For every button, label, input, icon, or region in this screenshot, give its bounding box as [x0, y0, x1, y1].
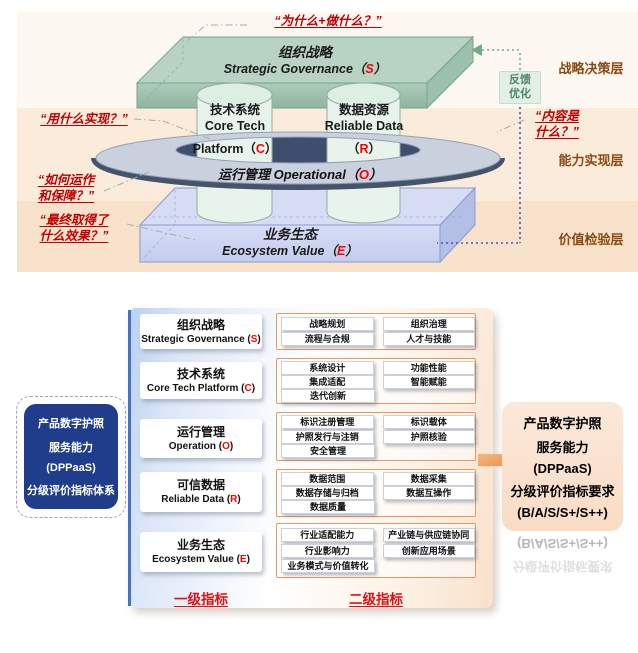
level2-group-reliable-data: 数据范围数据采集数据存储与归档数据互操作数据质量 — [276, 469, 476, 517]
layer-label-strategy: 战略决策层 — [558, 61, 624, 76]
level2-chip: 护照核验 — [382, 429, 475, 444]
level2-chip: 流程与合规 — [281, 332, 374, 346]
level1-reliable-data: 可信数据 Reliable Data (R) — [140, 472, 262, 512]
layer-label-capability: 能力实现层 — [558, 153, 624, 168]
strategic-governance-label: 组织战略 Strategic Governance（S） — [223, 45, 387, 76]
level2-chip-row: 护照发行与注销护照核验 — [277, 429, 475, 444]
level2-chip-row: 迭代创新 — [277, 389, 475, 403]
level2-chip: 数据采集 — [382, 472, 475, 486]
level2-chip: 数据质量 — [281, 500, 375, 514]
ecosystem-value-label: 业务生态 Ecosystem Value（E） — [222, 227, 358, 258]
level2-group-ecosystem: 行业适配能力产业链与供应链协同行业影响力创新应用场景业务模式与价值转化 — [276, 523, 476, 578]
level2-chip-row: 数据存储与归档数据互操作 — [277, 486, 475, 500]
level2-group-core-tech: 系统设计功能性能集成适配智能赋能迭代创新 — [276, 358, 476, 404]
level2-chip-row: 行业适配能力产业链与供应链协同 — [277, 527, 475, 542]
panel-left-accent — [128, 310, 131, 606]
level2-chip-row: 数据质量 — [277, 500, 475, 514]
level2-chip-row: 行业影响力创新应用场景 — [277, 543, 475, 558]
level2-chip: 智能赋能 — [382, 375, 475, 389]
level2-chip-row: 安全管理 — [277, 443, 475, 458]
reflection-line-2: 分级评价指标要求 — [512, 559, 613, 573]
level1-operation: 运行管理 Operation (O) — [140, 419, 262, 458]
level2-chip: 行业影响力 — [281, 543, 374, 558]
level2-chip: 功能性能 — [382, 361, 475, 375]
level2-chip: 战略规划 — [281, 317, 374, 331]
reliable-data-label: 数据资源 Reliable Data （R） — [324, 103, 404, 156]
dppaas-requirement-box: 产品数字护照 服务能力 (DPPaaS) 分级评价指标要求 (B/A/S/S+/… — [502, 402, 623, 531]
question-why: “为什么+做什么？” — [274, 14, 382, 28]
level1-strategic-governance: 组织战略 Strategic Governance (S) — [140, 314, 262, 349]
level2-chip: 数据互操作 — [382, 486, 475, 500]
level2-chip: 行业适配能力 — [281, 527, 374, 542]
level2-chip: 产业链与供应链协同 — [382, 527, 475, 542]
level2-group-strategic: 战略规划组织治理流程与合规人才与技能 — [276, 313, 476, 350]
level2-group-operation: 标识注册管理标识载体护照发行与注销护照核验安全管理 — [276, 412, 476, 461]
level2-chip-row: 集成适配智能赋能 — [277, 375, 475, 389]
level2-chip-row: 业务模式与价值转化 — [277, 559, 475, 574]
level2-chip: 业务模式与价值转化 — [281, 559, 375, 574]
level1-ecosystem-value: 业务生态 Ecosystem Value (E) — [140, 532, 262, 572]
level2-chip: 组织治理 — [382, 317, 475, 331]
level2-chip: 标识注册管理 — [281, 415, 374, 430]
level2-chip-row: 数据范围数据采集 — [277, 472, 475, 486]
level2-chip: 数据存储与归档 — [281, 486, 374, 500]
layer-label-value: 价值检验层 — [558, 232, 624, 247]
level2-chip: 标识载体 — [382, 415, 475, 430]
level2-chip: 系统设计 — [281, 361, 374, 375]
level2-chip: 护照发行与注销 — [281, 429, 374, 444]
level2-chip: 安全管理 — [281, 443, 375, 458]
level2-chip-row: 系统设计功能性能 — [277, 361, 475, 375]
level2-chip: 人才与技能 — [382, 332, 475, 346]
core-tech-label: 技术系统 Core Tech Platform（C） — [192, 103, 278, 156]
question-implementation: “用什么实现？” — [40, 112, 128, 126]
level2-chip-row: 流程与合规人才与技能 — [277, 332, 475, 346]
level2-chip: 数据范围 — [281, 472, 374, 486]
dppaas-box-outline — [16, 396, 126, 518]
question-result: “最终取得了 什么效果？” — [39, 213, 109, 243]
level1-core-tech-platform: 技术系统 Core Tech Platform (C) — [140, 362, 262, 399]
question-content: “内容是 什么？” — [535, 109, 579, 139]
level2-indicator-label: 二级指标 — [349, 592, 403, 607]
level2-chip-row: 标识注册管理标识载体 — [277, 415, 475, 430]
question-operate: “如何运作 和保障？” — [37, 173, 95, 203]
level2-chip-row: 战略规划组织治理 — [277, 317, 475, 331]
level2-chip: 创新应用场景 — [382, 543, 475, 558]
dppaas-index-system-box: 产品数字护照 服务能力 (DPPaaS) 分级评价指标体系 — [24, 404, 118, 509]
level2-chip: 集成适配 — [281, 375, 374, 389]
level1-indicator-label: 一级指标 — [174, 592, 228, 607]
level2-chip: 迭代创新 — [281, 389, 375, 403]
feedback-optimize-box: 反馈 优化 — [499, 71, 541, 104]
operational-label: 运行管理 Operational（O） — [218, 167, 382, 182]
reflection-line-1: (B/A/S/S+/S++) — [517, 536, 608, 551]
